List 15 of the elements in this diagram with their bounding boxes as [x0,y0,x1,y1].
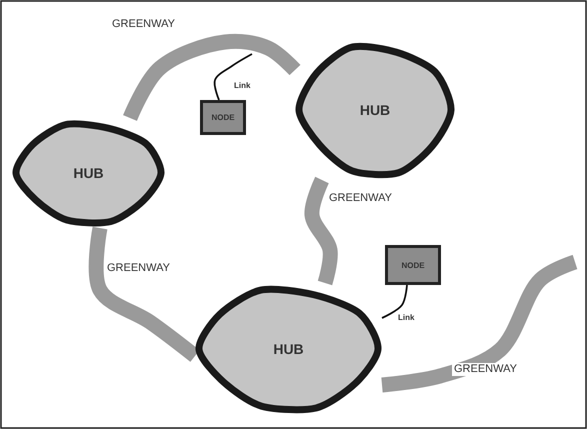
node-label: HUB [360,102,390,118]
hub-area [195,283,382,415]
hub-area [12,118,165,228]
node-box [200,100,246,135]
edge-label: GREENWAY [452,363,519,376]
link-line [214,53,252,100]
node-label: NODE [211,113,235,122]
node-label: HUB [73,165,104,181]
node-label: NODE [401,260,425,270]
link-line [382,284,408,319]
greenway-path [304,176,338,286]
greenway-path [381,254,578,392]
hub-area [295,40,455,180]
node-box [385,245,441,285]
node-label: HUB [273,341,304,357]
